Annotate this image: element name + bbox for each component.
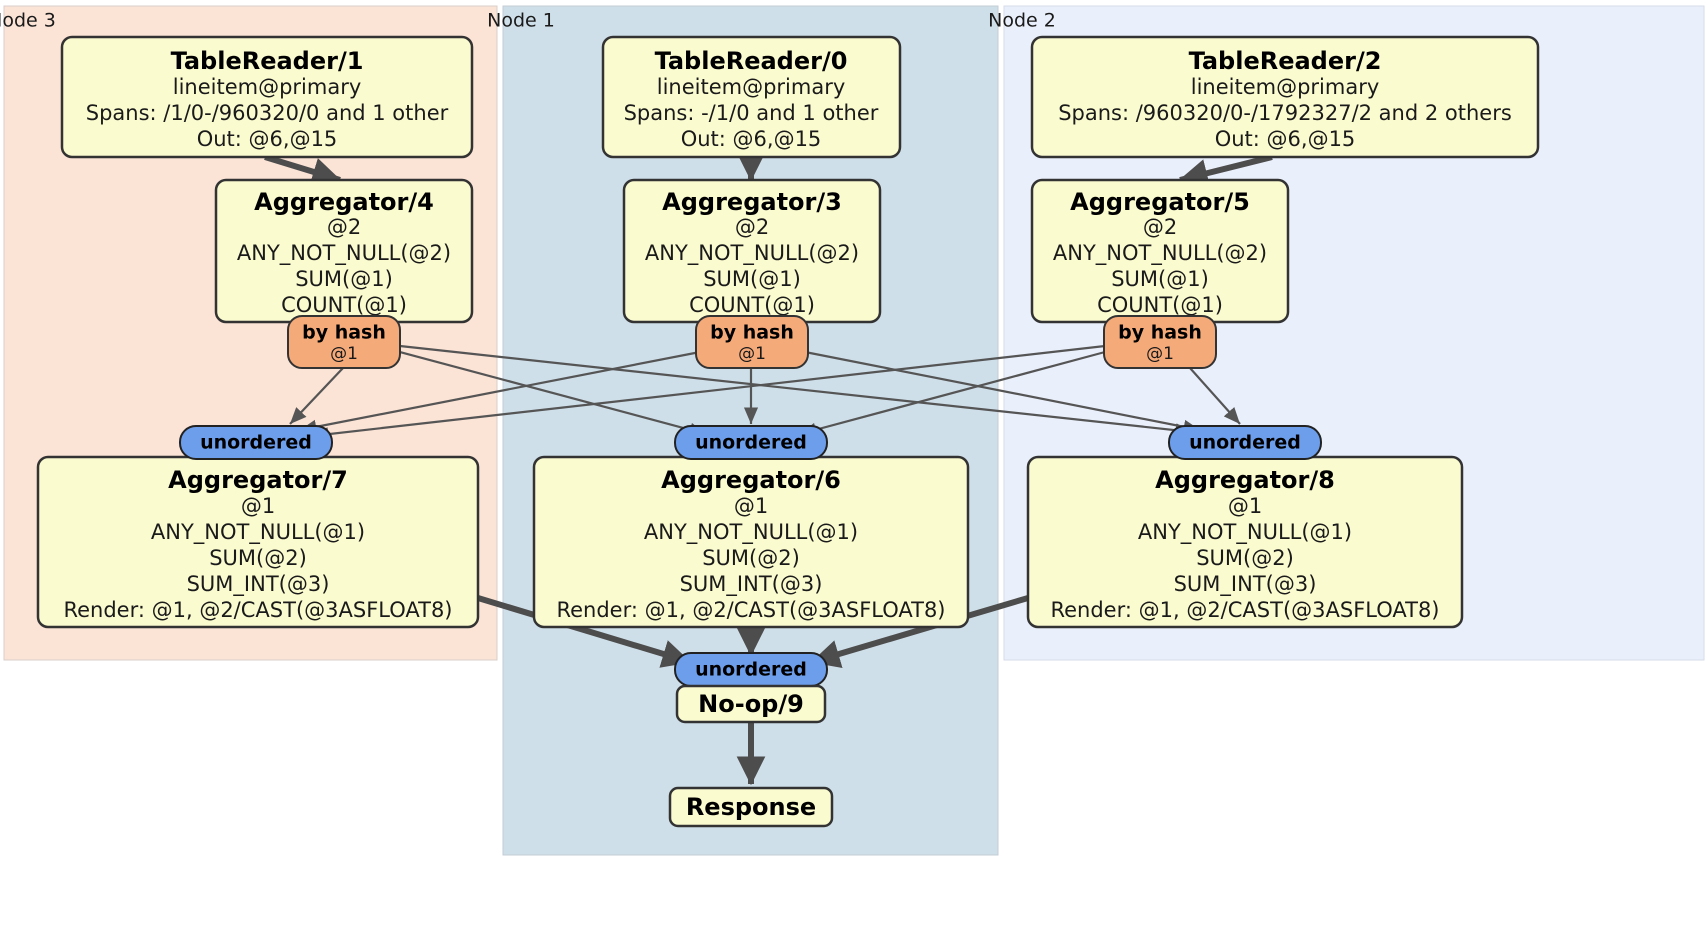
edge-byhash4-unordered7 (289, 367, 344, 425)
processor-line-tablereader1-2: Out: @6,@15 (197, 127, 338, 151)
processor-line-aggregator6-3: SUM_INT(@3) (680, 572, 823, 597)
processor-title-response: Response (686, 793, 816, 821)
processor-tablereader1[interactable]: TableReader/1 lineitem@primary Spans: /1… (60, 35, 474, 159)
router-label-byhash5: by hash (1118, 322, 1202, 344)
router-label-byhash3: by hash (710, 322, 794, 344)
processor-line-aggregator4-1: ANY_NOT_NULL(@2) (237, 241, 451, 266)
synchronizer-unordered8[interactable]: unordered (1168, 425, 1322, 460)
processor-line-aggregator8-1: ANY_NOT_NULL(@1) (1138, 520, 1352, 545)
processor-title-aggregator4: Aggregator/4 (254, 188, 434, 216)
edge-byhash5-unordered7 (311, 344, 1106, 442)
processor-title-aggregator7: Aggregator/7 (168, 466, 348, 494)
edge-tablereader1-aggregator4 (264, 154, 342, 186)
processor-title-aggregator3: Aggregator/3 (662, 188, 842, 216)
processor-line-aggregator7-4: Render: @1, @2/CAST(@3ASFLOAT8) (63, 598, 452, 622)
processor-line-aggregator4-0: @2 (327, 215, 361, 239)
processor-line-aggregator5-0: @2 (1143, 215, 1177, 239)
processor-line-aggregator6-0: @1 (734, 494, 768, 518)
synchronizer-label-unordered7: unordered (200, 432, 312, 454)
edge-group-reader-to-agg (264, 152, 1273, 188)
synchronizer-unordered6[interactable]: unordered (674, 425, 828, 460)
edge-group-hash-mesh (289, 344, 1241, 442)
processor-response[interactable]: Response (668, 786, 834, 828)
processor-line-aggregator6-1: ANY_NOT_NULL(@1) (644, 520, 858, 545)
processor-line-aggregator4-2: SUM(@1) (295, 267, 393, 291)
synchronizer-label-unordered9: unordered (695, 659, 807, 681)
processor-line-tablereader1-1: Spans: /1/0-/960320/0 and 1 other (86, 101, 449, 125)
processor-line-tablereader2-2: Out: @6,@15 (1215, 127, 1356, 151)
processor-line-aggregator4-3: COUNT(@1) (281, 293, 407, 317)
processor-tablereader2[interactable]: TableReader/2 lineitem@primary Spans: /9… (1030, 35, 1540, 159)
processor-aggregator8[interactable]: Aggregator/8 @1 ANY_NOT_NULL(@1) SUM(@2)… (1026, 455, 1464, 629)
node-panel-label-node1: Node 1 (487, 10, 555, 32)
edge-group-final-merge (477, 595, 1029, 786)
processor-aggregator5[interactable]: Aggregator/5 @2 ANY_NOT_NULL(@2) SUM(@1)… (1030, 178, 1290, 324)
processor-line-aggregator3-3: COUNT(@1) (689, 293, 815, 317)
processor-line-tablereader1-0: lineitem@primary (173, 75, 362, 99)
processor-line-aggregator8-4: Render: @1, @2/CAST(@3ASFLOAT8) (1050, 598, 1439, 622)
processor-aggregator4[interactable]: Aggregator/4 @2 ANY_NOT_NULL(@2) SUM(@1)… (214, 178, 474, 324)
processor-tablereader0[interactable]: TableReader/0 lineitem@primary Spans: -/… (601, 35, 902, 159)
processor-title-aggregator5: Aggregator/5 (1070, 188, 1250, 216)
processor-line-aggregator5-2: SUM(@1) (1111, 267, 1209, 291)
processor-noop9[interactable]: No-op/9 (675, 684, 827, 724)
processor-title-tablereader0: TableReader/0 (655, 47, 848, 75)
edge-byhash5-unordered6 (799, 350, 1106, 437)
router-sub-byhash4: @1 (330, 344, 358, 364)
processor-line-aggregator7-0: @1 (241, 494, 275, 518)
processor-line-tablereader2-1: Spans: /960320/0-/1792327/2 and 2 others (1058, 101, 1512, 125)
edge-tablereader2-aggregator5 (1178, 154, 1273, 188)
processor-line-aggregator7-3: SUM_INT(@3) (187, 572, 330, 597)
router-byhash3[interactable]: by hash @1 (695, 315, 809, 369)
processor-title-aggregator6: Aggregator/6 (661, 466, 841, 494)
router-sub-byhash5: @1 (1146, 344, 1174, 364)
processor-line-aggregator8-0: @1 (1228, 494, 1262, 518)
processor-line-tablereader0-2: Out: @6,@15 (681, 127, 822, 151)
processor-line-tablereader2-0: lineitem@primary (1191, 75, 1380, 99)
synchronizer-unordered7[interactable]: unordered (179, 425, 333, 460)
processor-line-aggregator6-4: Render: @1, @2/CAST(@3ASFLOAT8) (556, 598, 945, 622)
processor-line-aggregator3-0: @2 (735, 215, 769, 239)
processor-line-aggregator5-1: ANY_NOT_NULL(@2) (1053, 241, 1267, 266)
processor-line-aggregator5-3: COUNT(@1) (1097, 293, 1223, 317)
edge-aggregator7-unordered9 (477, 595, 692, 668)
synchronizer-label-unordered8: unordered (1189, 432, 1301, 454)
processor-line-aggregator3-1: ANY_NOT_NULL(@2) (645, 241, 859, 266)
processor-line-tablereader0-1: Spans: -/1/0 and 1 other (624, 101, 879, 125)
router-byhash5[interactable]: by hash @1 (1103, 315, 1217, 369)
edge-byhash3-unordered7 (299, 350, 701, 434)
processor-aggregator7[interactable]: Aggregator/7 @1 ANY_NOT_NULL(@1) SUM(@2)… (36, 455, 480, 629)
edge-byhash4-unordered8 (399, 344, 1193, 438)
processor-title-aggregator8: Aggregator/8 (1155, 466, 1335, 494)
processor-line-aggregator7-2: SUM(@2) (209, 546, 307, 570)
processor-line-aggregator3-2: SUM(@1) (703, 267, 801, 291)
processor-title-tablereader1: TableReader/1 (171, 47, 364, 75)
processor-line-aggregator7-1: ANY_NOT_NULL(@1) (151, 520, 365, 545)
router-byhash4[interactable]: by hash @1 (287, 315, 401, 369)
edge-byhash4-unordered6 (399, 350, 707, 437)
synchronizer-unordered9[interactable]: unordered (674, 652, 828, 687)
processor-line-aggregator6-2: SUM(@2) (702, 546, 800, 570)
edge-byhash5-unordered8 (1189, 367, 1241, 425)
processor-line-aggregator8-2: SUM(@2) (1196, 546, 1294, 570)
processor-title-tablereader2: TableReader/2 (1189, 47, 1382, 75)
processor-title-noop9: No-op/9 (698, 690, 804, 718)
router-sub-byhash3: @1 (738, 344, 766, 364)
edge-aggregator8-unordered9 (810, 595, 1029, 668)
synchronizer-label-unordered6: unordered (695, 432, 807, 454)
processor-line-aggregator8-3: SUM_INT(@3) (1174, 572, 1317, 597)
node-panel-label-node3: Node 3 (0, 10, 56, 32)
processor-line-tablereader0-0: lineitem@primary (657, 75, 846, 99)
edge-byhash3-unordered8 (804, 350, 1201, 434)
processor-aggregator6[interactable]: Aggregator/6 @1 ANY_NOT_NULL(@1) SUM(@2)… (532, 455, 970, 629)
processor-aggregator3[interactable]: Aggregator/3 @2 ANY_NOT_NULL(@2) SUM(@1)… (622, 178, 882, 324)
node-panel-label-node2: Node 2 (988, 10, 1056, 32)
router-label-byhash4: by hash (302, 322, 386, 344)
